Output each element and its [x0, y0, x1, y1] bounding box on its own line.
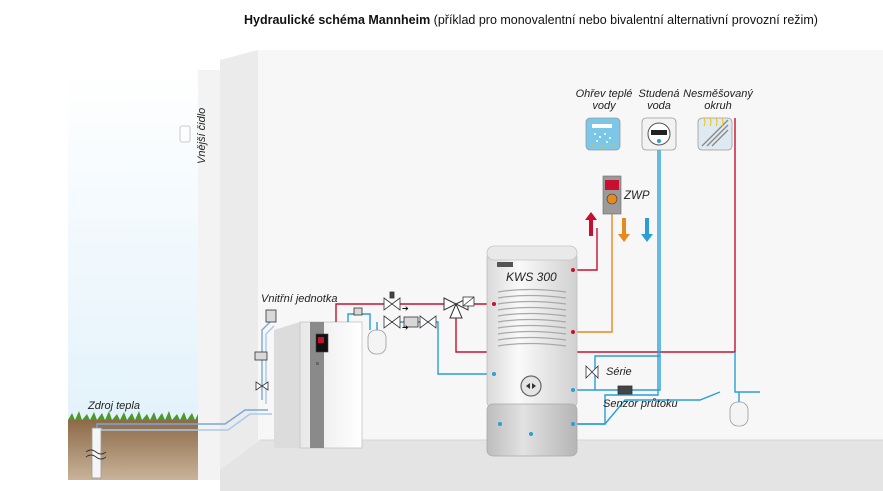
floor	[220, 440, 883, 491]
wall-front	[198, 70, 220, 480]
label-heat-source: Zdroj tepla	[88, 400, 140, 412]
probe-break	[85, 449, 107, 460]
label-cold-water-line2: voda	[647, 100, 671, 112]
consumer-icon-cold-water	[641, 117, 677, 151]
page-title: Hydraulické schéma Mannheim (příklad pro…	[244, 13, 818, 27]
arrow-small-1: ➔	[402, 304, 409, 313]
label-flow-sensor: Senzor průtoku	[603, 398, 678, 410]
label-unmixed-line1: Nesměšovaný	[683, 88, 753, 100]
label-unmixed-circuit: Nesměšovaný okruh	[680, 88, 756, 112]
label-unmixed-line2: okruh	[704, 100, 732, 112]
tank-ports	[492, 268, 575, 436]
label-cold-water-line1: Studená	[638, 88, 680, 100]
label-dhw-heating: Ohřev teplé vody	[571, 88, 637, 112]
label-cold-water: Studená voda	[636, 88, 682, 112]
arrow-up-red	[585, 212, 597, 236]
hot-water-pipe	[573, 210, 613, 333]
cold-water-pipe	[578, 148, 659, 425]
back-wall	[220, 50, 260, 470]
consumer-icon-unmixed-circuit	[697, 117, 733, 151]
tank-coil	[497, 288, 567, 347]
expansion-vessels	[367, 329, 749, 427]
zwp-pump	[602, 175, 622, 215]
ground-soil	[68, 420, 198, 480]
outdoor-sensor	[179, 125, 191, 143]
label-dhw-heating-line2: vody	[592, 100, 616, 112]
valve-cluster	[254, 291, 633, 395]
arrow-down-orange	[618, 218, 630, 242]
label-outdoor-sensor: Vnější čidlo	[196, 107, 208, 164]
brine-pipes	[96, 321, 275, 431]
flow-arrows	[585, 212, 653, 242]
title-bold: Hydraulické schéma Mannheim	[244, 13, 431, 27]
label-dhw-heating-line1: Ohřev teplé	[575, 88, 633, 100]
tank-flange	[520, 375, 542, 397]
three-way-valve	[443, 296, 475, 319]
label-zwp: ZWP	[624, 190, 650, 202]
grass	[68, 411, 202, 420]
ground-probe	[91, 427, 102, 479]
arrow-small-2: ➔	[402, 323, 409, 332]
consumer-icon-dhw	[585, 117, 621, 151]
outdoor-sky	[68, 70, 198, 425]
label-tank: KWS 300	[506, 270, 557, 284]
storage-tank	[486, 245, 578, 457]
label-indoor-unit: Vnitřní jednotka	[261, 293, 338, 305]
title-rest: (příklad pro monovalentní nebo bivalentn…	[433, 13, 818, 27]
label-series: Série	[606, 366, 632, 378]
indoor-unit	[274, 321, 363, 449]
arrow-down-blue	[641, 218, 653, 242]
